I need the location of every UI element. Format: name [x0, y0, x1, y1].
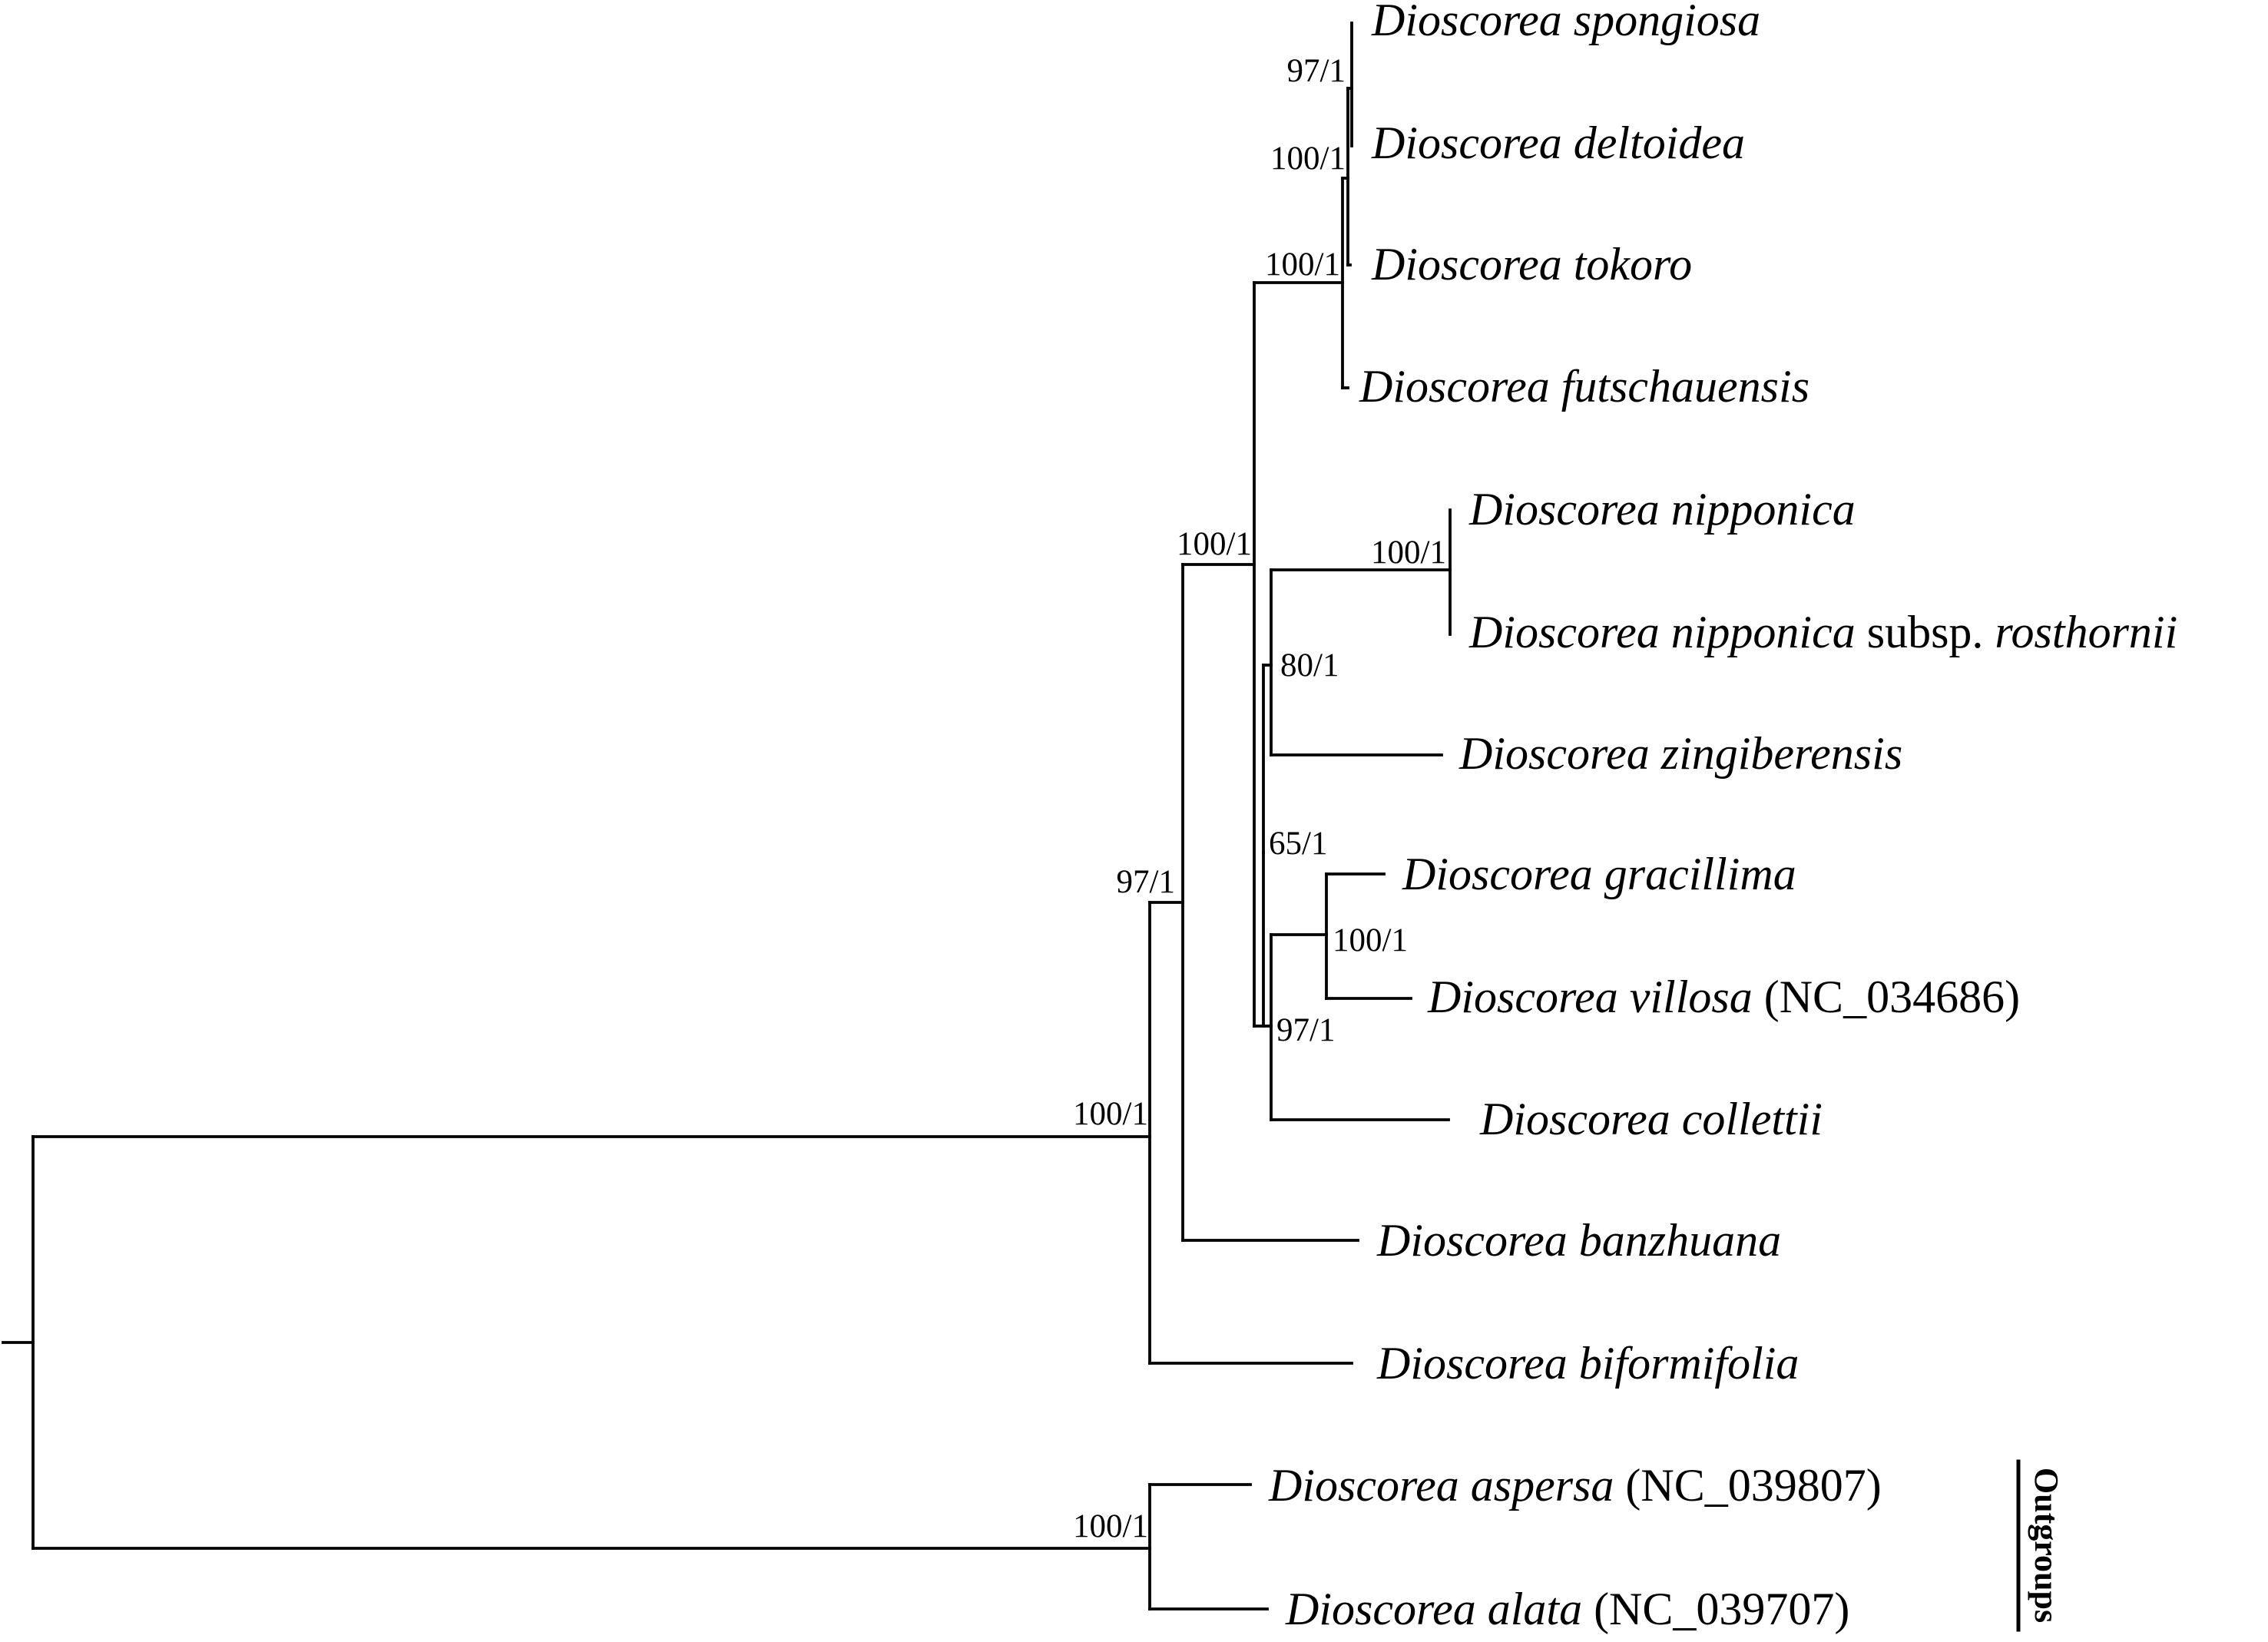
taxon-label: Dioscorea nipponica	[1468, 484, 1856, 535]
support-ingroup: 100/1	[1073, 1096, 1148, 1132]
support-ingroup-core: 100/1	[1177, 526, 1252, 562]
taxon-genus: Dioscorea	[1268, 1460, 1459, 1511]
outgroup-label: Outgroups	[2028, 1468, 2065, 1623]
taxon-epithet: gracillima	[1604, 849, 1796, 899]
taxon-epithet: banzhuana	[1579, 1215, 1781, 1266]
support-gracillima-villosa: 100/1	[1333, 922, 1408, 958]
taxon-genus: Dioscorea	[1359, 361, 1550, 412]
taxon-label: Dioscorea banzhuana	[1376, 1215, 1781, 1266]
support-big-clade: 65/1	[1269, 826, 1327, 862]
taxon-epithet: nipponica	[1671, 484, 1856, 535]
taxon-label: Dioscorea tokoro	[1371, 239, 1692, 290]
taxon-accession: (NC_039707)	[1582, 1584, 1849, 1634]
taxon-epithet: aspersa	[1471, 1460, 1614, 1511]
taxon-genus: Dioscorea	[1458, 728, 1650, 779]
taxon-genus: Dioscorea	[1427, 972, 1618, 1022]
taxon-label: Dioscorea gracillima	[1402, 849, 1796, 899]
taxon-epithet: collettii	[1682, 1094, 1823, 1144]
taxon-labels: Dioscorea spongiosa Dioscorea deltoidea …	[1268, 0, 2177, 1634]
taxon-genus: Dioscorea	[1376, 1215, 1568, 1266]
taxon-epithet: nipponica	[1671, 607, 1856, 657]
support-banzhuana-clade: 97/1	[1117, 864, 1175, 900]
taxon-rank: subsp.	[1856, 607, 1995, 657]
taxon-epithet: deltoidea	[1574, 118, 1745, 168]
support-nipponica-pair: 100/1	[1371, 535, 1446, 571]
taxon-label: Dioscorea nipponica subsp. rosthornii	[1468, 607, 2177, 657]
support-zingiberensis-clade: 80/1	[1280, 647, 1339, 684]
support-tokoro-clade: 100/1	[1270, 141, 1346, 177]
taxon-label: Dioscorea aspersa (NC_039807)	[1268, 1460, 1882, 1511]
tree-branches	[2, 22, 2021, 1632]
taxon-genus: Dioscorea	[1285, 1584, 1476, 1634]
taxon-genus: Dioscorea	[1479, 1094, 1670, 1144]
taxon-label: Dioscorea alata (NC_039707)	[1285, 1584, 1849, 1634]
taxon-epithet: spongiosa	[1574, 0, 1760, 45]
support-collettii-clade: 97/1	[1276, 1012, 1335, 1048]
taxon-genus: Dioscorea	[1371, 239, 1562, 290]
taxon-label: Dioscorea zingiberensis	[1458, 728, 1902, 779]
taxon-epithet: tokoro	[1574, 239, 1692, 290]
taxon-genus: Dioscorea	[1371, 118, 1562, 168]
taxon-epithet: alata	[1488, 1584, 1582, 1634]
taxon-epithet: biformifolia	[1579, 1338, 1800, 1389]
support-futschauensis-clade: 100/1	[1265, 247, 1340, 283]
taxon-accession: (NC_039807)	[1614, 1460, 1881, 1511]
taxon-accession: (NC_034686)	[1753, 972, 2020, 1022]
taxon-genus: Dioscorea	[1402, 849, 1593, 899]
taxon-label: Dioscorea biformifolia	[1376, 1338, 1799, 1389]
taxon-label: Dioscorea collettii	[1479, 1094, 1823, 1144]
taxon-genus: Dioscorea	[1371, 0, 1562, 45]
taxon-label: Dioscorea spongiosa	[1371, 0, 1760, 45]
taxon-epithet: zingiberensis	[1660, 728, 1902, 779]
support-spongiosa-deltoidea: 97/1	[1287, 53, 1346, 89]
taxon-genus: Dioscorea	[1468, 484, 1660, 535]
taxon-label: Dioscorea villosa (NC_034686)	[1427, 972, 2020, 1022]
taxon-epithet: villosa	[1630, 972, 1753, 1022]
support-outgroup-pair: 100/1	[1073, 1508, 1148, 1544]
taxon-infraspecific: rosthornii	[1995, 607, 2177, 657]
taxon-epithet: futschauensis	[1561, 361, 1809, 412]
support-values: 97/1 100/1 100/1 100/1 80/1 100/1 100/1 …	[1073, 53, 1446, 1544]
taxon-genus: Dioscorea	[1468, 607, 1660, 657]
taxon-label: Dioscorea futschauensis	[1359, 361, 1809, 412]
taxon-genus: Dioscorea	[1376, 1338, 1568, 1389]
taxon-label: Dioscorea deltoidea	[1371, 118, 1745, 168]
